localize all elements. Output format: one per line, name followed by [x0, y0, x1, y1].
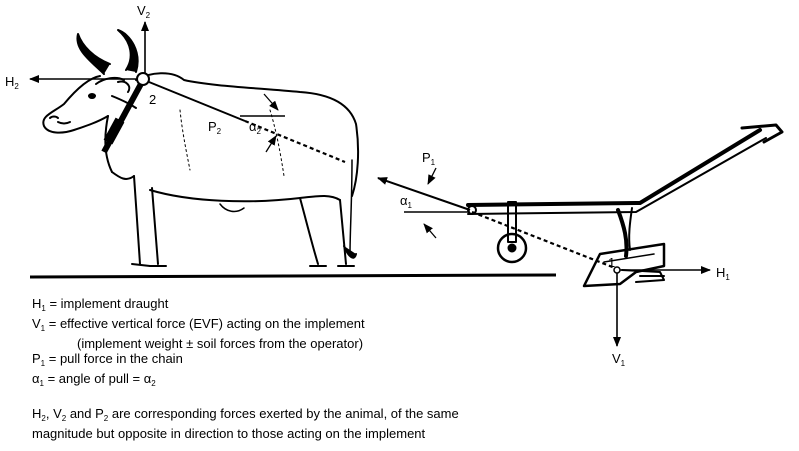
plough-illustration — [466, 123, 784, 288]
legend-v1-detail: (implement weight ± soil forces from the… — [77, 336, 364, 351]
h1-label: H1 — [716, 265, 730, 282]
p1-arrow — [377, 177, 471, 211]
alpha1-label: α1 — [400, 193, 413, 210]
h2-label: H2 — [5, 74, 19, 91]
alpha2-arrow-bottom — [265, 135, 277, 153]
v1-label: V1 — [612, 351, 626, 368]
v2-label: V2 — [137, 3, 151, 20]
p2-line — [148, 81, 246, 122]
point-1-label: 1 — [608, 255, 615, 270]
legend: H1 = implement draught V1 = effective ve… — [32, 296, 365, 391]
p1-chain-dashed — [471, 210, 616, 270]
note: H2, V2 and P2 are corresponding forces e… — [32, 406, 502, 441]
legend-p1: P1 = pull force in the chain — [32, 351, 183, 368]
legend-alpha1: α1 = angle of pull = α2 — [32, 371, 156, 388]
p2-label: P2 — [208, 119, 222, 136]
alpha2-arrow-top — [263, 93, 279, 111]
yoke — [101, 80, 145, 154]
alpha2-label: α2 — [249, 119, 262, 136]
legend-h1: H1 = implement draught — [32, 296, 169, 313]
p1-label: P1 — [422, 150, 436, 167]
alpha1-arrow-top — [427, 167, 437, 185]
note-line-2: magnitude but opposite in direction to t… — [32, 426, 426, 441]
point-2-label: 2 — [149, 92, 156, 107]
ground-line — [29, 273, 557, 279]
legend-v1: V1 = effective vertical force (EVF) acti… — [32, 316, 365, 333]
point-2-marker — [136, 72, 150, 86]
note-line-1: H2, V2 and P2 are corresponding forces e… — [32, 406, 459, 423]
alpha1-arrow-bottom — [423, 223, 437, 239]
